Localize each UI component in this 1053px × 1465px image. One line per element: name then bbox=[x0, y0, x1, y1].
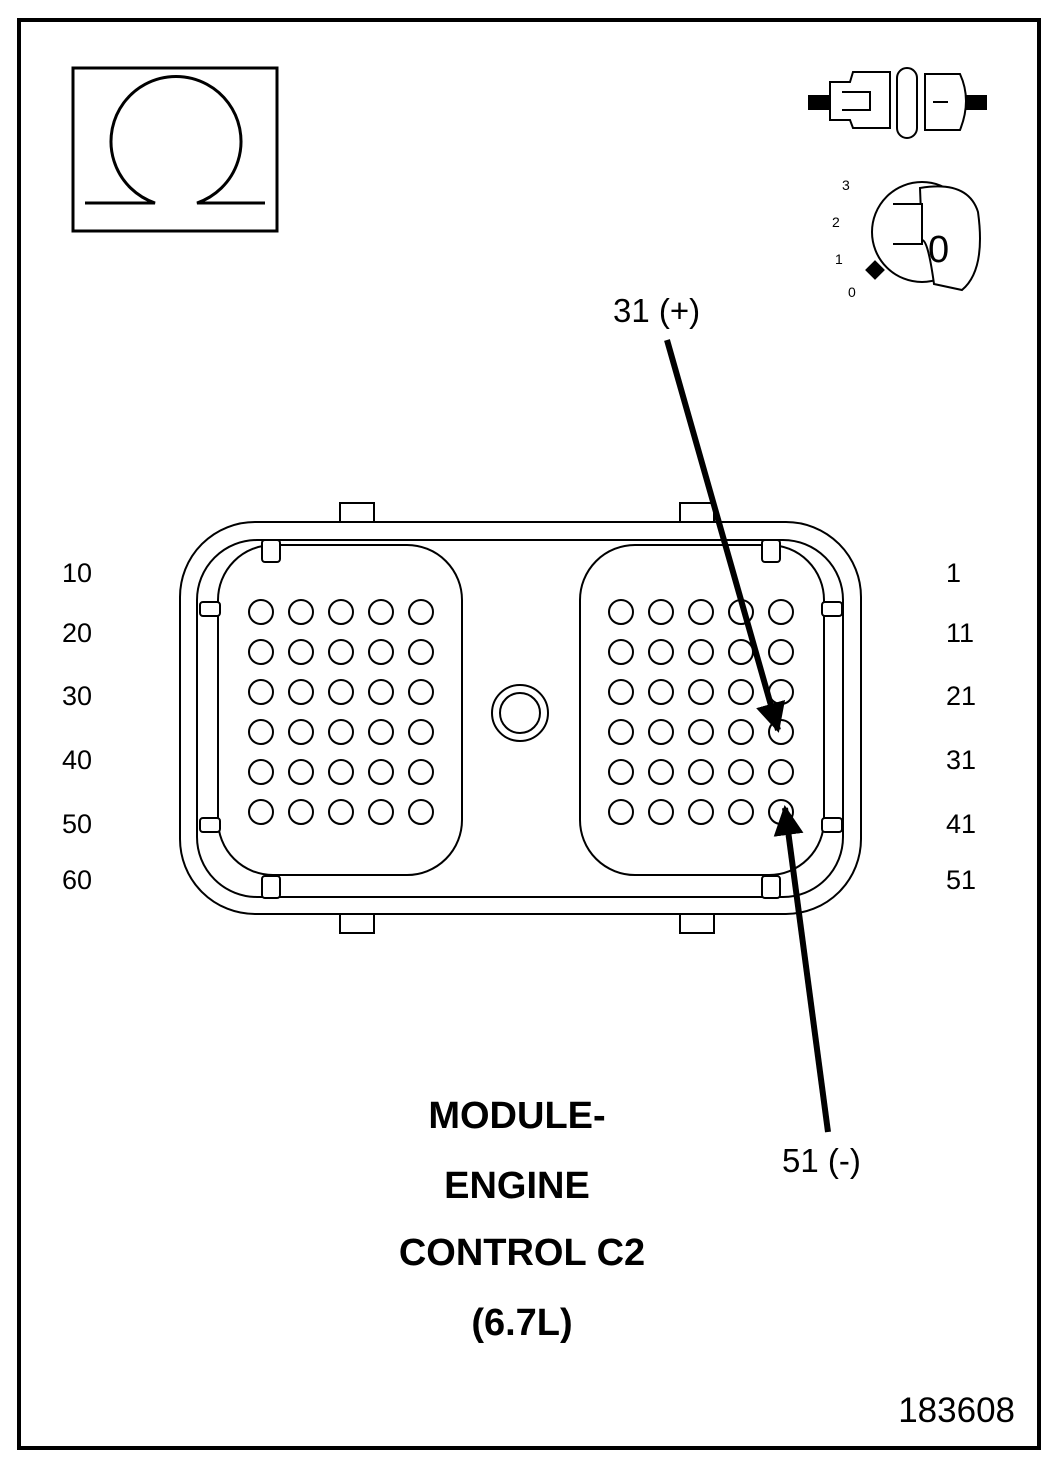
pin-cavity bbox=[288, 759, 314, 785]
left-row-label-60: 60 bbox=[62, 865, 92, 895]
pin-cavity bbox=[648, 679, 674, 705]
title-line-4: (6.7L) bbox=[471, 1302, 572, 1344]
pin-cavity bbox=[768, 599, 794, 625]
pin-cavity bbox=[288, 799, 314, 825]
pin-cavity bbox=[328, 679, 354, 705]
right-row-label-31: 31 bbox=[946, 745, 976, 775]
title-line-3: CONTROL C2 bbox=[399, 1232, 645, 1274]
right-row-label-21: 21 bbox=[946, 681, 976, 711]
pin-cavity bbox=[608, 639, 634, 665]
pin-cavity bbox=[368, 679, 394, 705]
ignition-position-2: 2 bbox=[832, 214, 840, 230]
pin-cavity bbox=[648, 759, 674, 785]
pin-cavity bbox=[408, 719, 434, 745]
right-row-label-11: 11 bbox=[946, 618, 974, 648]
pin-cavity bbox=[408, 639, 434, 665]
pin-cavity bbox=[608, 759, 634, 785]
pin-cavity bbox=[248, 719, 274, 745]
pin-cavity bbox=[248, 759, 274, 785]
pin-cavity bbox=[768, 759, 794, 785]
pin-cavity bbox=[608, 799, 634, 825]
pin-cavity bbox=[368, 719, 394, 745]
ignition-position-0: 0 bbox=[848, 284, 856, 300]
pin-cavity bbox=[328, 759, 354, 785]
pin-cavity bbox=[328, 719, 354, 745]
probe-negative-arrow bbox=[773, 805, 831, 1133]
pin-block-left bbox=[248, 599, 434, 825]
ignition-position-3: 3 bbox=[842, 177, 850, 193]
connector-housing bbox=[179, 502, 862, 934]
pin-cavity bbox=[368, 599, 394, 625]
right-row-label-51: 51 bbox=[946, 865, 976, 895]
pin-cavity bbox=[648, 799, 674, 825]
pin-cavity bbox=[768, 719, 794, 745]
ignition-position-1: 1 bbox=[835, 251, 843, 267]
pin-cavity bbox=[728, 759, 754, 785]
left-row-labels: 10 20 30 40 50 60 bbox=[62, 558, 92, 895]
ignition-key-label: 0 bbox=[928, 229, 949, 271]
pin-cavity bbox=[728, 799, 754, 825]
pin-cavity bbox=[728, 679, 754, 705]
left-row-label-20: 20 bbox=[62, 618, 92, 648]
probe-negative-label: 51 (-) bbox=[782, 1142, 861, 1179]
pin-cavity bbox=[408, 799, 434, 825]
pin-cavity bbox=[408, 679, 434, 705]
pin-cavity bbox=[328, 639, 354, 665]
pin-cavity bbox=[248, 679, 274, 705]
right-row-label-1: 1 bbox=[946, 558, 961, 588]
pin-cavity bbox=[688, 599, 714, 625]
pin-cavity bbox=[328, 599, 354, 625]
left-row-label-40: 40 bbox=[62, 745, 92, 775]
pin-cavity bbox=[728, 719, 754, 745]
pin-cavity bbox=[288, 719, 314, 745]
pin-cavity bbox=[408, 599, 434, 625]
pin-cavity bbox=[248, 599, 274, 625]
page-border bbox=[17, 18, 1041, 1450]
pin-cavity bbox=[408, 759, 434, 785]
pin-cavity bbox=[288, 679, 314, 705]
ohm-meter-icon bbox=[71, 66, 279, 233]
pin-cavity bbox=[648, 719, 674, 745]
left-row-label-50: 50 bbox=[62, 809, 92, 839]
pin-cavity bbox=[608, 719, 634, 745]
pin-cavity bbox=[328, 799, 354, 825]
pin-cavity bbox=[688, 679, 714, 705]
probe-positive-label: 31 (+) bbox=[613, 292, 700, 329]
pin-cavity bbox=[248, 799, 274, 825]
pin-cavity bbox=[288, 599, 314, 625]
title-line-2: ENGINE bbox=[444, 1165, 590, 1207]
pin-cavity bbox=[288, 639, 314, 665]
pin-cavity bbox=[648, 639, 674, 665]
pin-cavity bbox=[688, 719, 714, 745]
pin-cavity bbox=[368, 799, 394, 825]
connector-disconnected-icon bbox=[808, 67, 987, 139]
pin-cavity bbox=[688, 639, 714, 665]
pin-cavity bbox=[608, 599, 634, 625]
left-row-label-10: 10 bbox=[62, 558, 92, 588]
pin-cavity bbox=[368, 759, 394, 785]
pin-cavity bbox=[648, 599, 674, 625]
pin-cavity bbox=[688, 799, 714, 825]
pin-cavity bbox=[728, 639, 754, 665]
right-row-label-41: 41 bbox=[946, 809, 976, 839]
pin-cavity bbox=[368, 639, 394, 665]
probe-positive-arrow bbox=[664, 339, 786, 733]
left-row-label-30: 30 bbox=[62, 681, 92, 711]
pin-cavity bbox=[768, 639, 794, 665]
pin-cavity bbox=[608, 679, 634, 705]
pin-cavity bbox=[688, 759, 714, 785]
ignition-key-icon: 3 2 1 0 0 bbox=[832, 177, 981, 300]
figure-number: 183608 bbox=[898, 1391, 1015, 1430]
pin-cavity bbox=[248, 639, 274, 665]
title-line-1: MODULE- bbox=[428, 1095, 605, 1137]
